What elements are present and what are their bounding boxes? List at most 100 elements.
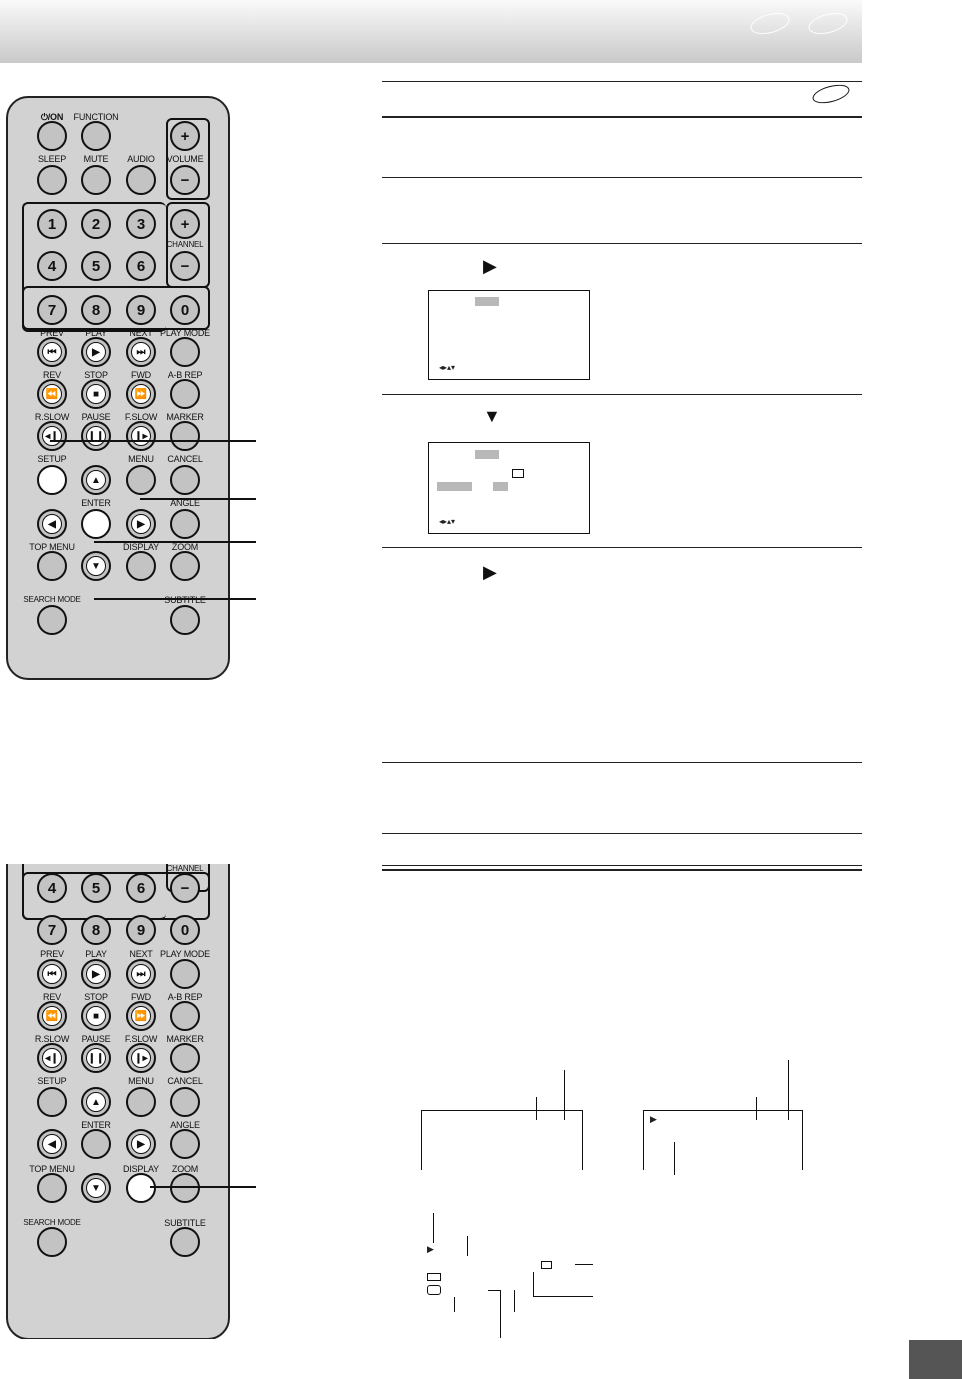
pause-button[interactable]: ❙❙ [81, 1043, 111, 1073]
display-button[interactable] [126, 551, 156, 581]
digit-6-button[interactable]: 6 [126, 873, 156, 903]
digit-5-button[interactable]: 5 [81, 251, 111, 281]
menu-button[interactable] [126, 1087, 156, 1117]
stop-button[interactable]: ■ [81, 379, 111, 409]
fwd-button[interactable]: ⏩ [126, 379, 156, 409]
left-button[interactable]: ◀ [37, 509, 67, 539]
play-indicator-icon: ▶ [427, 1244, 434, 1254]
rev-button[interactable]: ⏪ [37, 1001, 67, 1031]
channel-up-button[interactable]: + [170, 209, 200, 239]
marker-button[interactable] [170, 421, 200, 451]
next-label: NEXT [129, 949, 153, 959]
zoom-button[interactable] [170, 551, 200, 581]
ab-rep-button[interactable] [170, 1001, 200, 1031]
power-button[interactable] [37, 121, 67, 151]
setup-label: SETUP [37, 1076, 67, 1086]
digit-7-button[interactable]: 7 [37, 915, 67, 945]
marker-button[interactable] [170, 1043, 200, 1073]
subtitle-button[interactable] [170, 1227, 200, 1257]
channel-down-button[interactable]: − [170, 251, 200, 281]
audio-label: AUDIO [127, 154, 155, 164]
osd-nav-hint: ◂▸▴▾ [439, 517, 456, 526]
fast-forward-icon: ⏩ [131, 1006, 151, 1026]
angle-button[interactable] [170, 1129, 200, 1159]
prev-button[interactable]: ⏮ [37, 337, 67, 367]
zoom-button[interactable] [170, 1173, 200, 1203]
disc-logo-icon [748, 9, 792, 38]
sleep-button[interactable] [37, 165, 67, 195]
left-arrow-icon: ◀ [42, 514, 62, 534]
stop-button[interactable]: ■ [81, 1001, 111, 1031]
search-mode-label: SEARCH MODE [23, 1218, 81, 1227]
next-button[interactable]: ⏭ [126, 337, 156, 367]
prev-icon: ⏮ [42, 964, 62, 984]
top-menu-button[interactable] [37, 1173, 67, 1203]
digit-3-button[interactable]: 3 [126, 209, 156, 239]
subtitle-button[interactable] [170, 605, 200, 635]
left-button[interactable]: ◀ [37, 1129, 67, 1159]
digit-6-button[interactable]: 6 [126, 251, 156, 281]
setup-button[interactable] [37, 1087, 67, 1117]
enter-button[interactable] [81, 509, 111, 539]
remote-crop: CHANNEL 4 5 6 − 7 8 9 0 PREV PLAY NEXT P… [0, 864, 240, 1339]
rev-label: REV [43, 992, 61, 1002]
up-button[interactable]: ▲ [81, 1087, 111, 1117]
mute-button[interactable] [81, 165, 111, 195]
down-button[interactable]: ▼ [81, 1173, 111, 1203]
fwd-button[interactable]: ⏩ [126, 1001, 156, 1031]
digit-0-button[interactable]: 0 [170, 915, 200, 945]
right-button[interactable]: ▶ [126, 1129, 156, 1159]
pause-button[interactable]: ❙❙ [81, 421, 111, 451]
search-mode-button[interactable] [37, 1227, 67, 1257]
ab-rep-button[interactable] [170, 379, 200, 409]
digit-4-button[interactable]: 4 [37, 873, 67, 903]
digit-9-button[interactable]: 9 [126, 295, 156, 325]
digit-8-button[interactable]: 8 [81, 915, 111, 945]
prev-button[interactable]: ⏮ [37, 959, 67, 989]
menu-button[interactable] [126, 465, 156, 495]
reverse-slow-icon: ◂❙ [42, 1048, 62, 1068]
rev-button[interactable]: ⏪ [37, 379, 67, 409]
play-mode-button[interactable] [170, 337, 200, 367]
f-slow-button[interactable]: ❙▸ [126, 421, 156, 451]
digit-2-button[interactable]: 2 [81, 209, 111, 239]
r-slow-button[interactable]: ◂❙ [37, 421, 67, 451]
digit-0-button[interactable]: 0 [170, 295, 200, 325]
ab-rep-label: A-B REP [167, 370, 203, 380]
setup-button[interactable] [37, 465, 67, 495]
digit-5-button[interactable]: 5 [81, 873, 111, 903]
volume-up-button[interactable]: + [170, 121, 200, 151]
play-button[interactable]: ▶ [81, 959, 111, 989]
numpad-group-lower [22, 872, 210, 920]
right-button[interactable]: ▶ [126, 509, 156, 539]
angle-button[interactable] [170, 509, 200, 539]
next-button[interactable]: ⏭ [126, 959, 156, 989]
search-mode-button[interactable] [37, 605, 67, 635]
down-button[interactable]: ▼ [81, 551, 111, 581]
digit-4-button[interactable]: 4 [37, 251, 67, 281]
prev-icon: ⏮ [42, 342, 62, 362]
top-menu-button[interactable] [37, 551, 67, 581]
play-icon: ▶ [86, 342, 106, 362]
audio-button[interactable] [126, 165, 156, 195]
function-button[interactable] [81, 121, 111, 151]
volume-down-button[interactable]: − [170, 165, 200, 195]
enter-button[interactable] [81, 1129, 111, 1159]
r-slow-button[interactable]: ◂❙ [37, 1043, 67, 1073]
section-rule [382, 243, 862, 244]
search-mode-label: SEARCH MODE [23, 595, 81, 604]
channel-down-button[interactable]: − [170, 873, 200, 903]
cancel-button[interactable] [170, 1087, 200, 1117]
play-button[interactable]: ▶ [81, 337, 111, 367]
f-slow-button[interactable]: ❙▸ [126, 1043, 156, 1073]
display-button[interactable] [126, 1173, 156, 1203]
cancel-button[interactable] [170, 465, 200, 495]
camera-angle-icon [541, 1261, 552, 1269]
up-button[interactable]: ▲ [81, 465, 111, 495]
remote-control-top: ⏻/ON FUNCTION + SLEEP MUTE AUDIO VOLUME … [6, 96, 230, 680]
digit-9-button[interactable]: 9 [126, 915, 156, 945]
play-mode-button[interactable] [170, 959, 200, 989]
digit-8-button[interactable]: 8 [81, 295, 111, 325]
digit-1-button[interactable]: 1 [37, 209, 67, 239]
digit-7-button[interactable]: 7 [37, 295, 67, 325]
